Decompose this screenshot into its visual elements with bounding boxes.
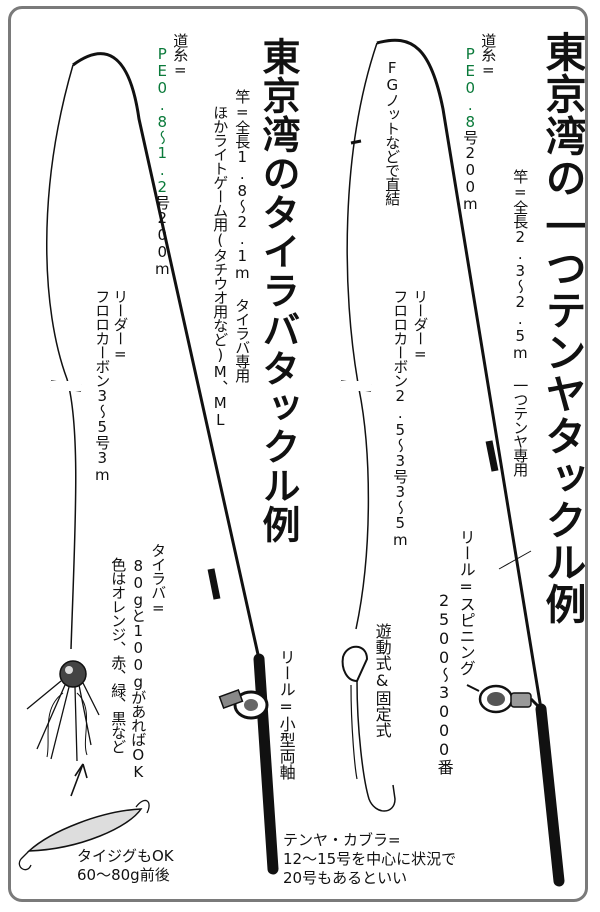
left-line-spec: 道糸= [171, 33, 190, 78]
tairaba-colors: 色はオレンジ、赤、緑、黒など [109, 557, 128, 753]
tairaba-weight: 80gと100gがあればOK [129, 557, 148, 780]
left-title: 東京湾のタイラバタックル例 [256, 37, 300, 544]
right-line [346, 42, 378, 630]
right-line-pe: PE0.8 [461, 45, 480, 130]
tenya-note-1: テンヤ・カブラ= [283, 831, 401, 849]
right-rod-spec: 竿=全長2.3〜2.5m 一つテンヤ専用 [511, 169, 530, 476]
right-line-spec: PE0.8号200m [461, 45, 480, 212]
left-reel-label: リール=小型両軸 [276, 649, 296, 780]
right-title-top: 東京湾の [538, 31, 586, 199]
left-leader-label: リーダー= [111, 289, 130, 362]
left-leader-spec: フロロカーボン3〜5号3m [93, 289, 112, 483]
left-rod-spec-2: ほかライトゲーム用(タチウオ用など)M、ML [211, 105, 230, 428]
right-reel [466, 684, 543, 714]
right-reel-size: 2500〜3000番 [434, 591, 454, 775]
tenya-type: 遊動式&固定式 [372, 623, 392, 738]
right-rod [376, 38, 565, 887]
left-line-label: 道糸= [171, 33, 190, 78]
left-reel [218, 688, 269, 720]
tackle-illustration [18, 38, 565, 887]
left-rod-spec-1: 竿=全長1.8〜2.1m タイラバ専用 [233, 89, 252, 382]
tenya-note-2: 12〜15号を中心に状況で [283, 849, 457, 868]
tairaba-label: タイラバ= [149, 543, 168, 616]
jig-note: タイジグもOK 60〜80g前後 [77, 847, 174, 885]
left-line-pe: PE0.8〜1.2 [153, 45, 172, 195]
tenya-hook [341, 645, 396, 812]
left-line [46, 64, 77, 650]
right-leader-label: リーダー= [411, 289, 430, 362]
knot-note: FGノットなどで直結 [383, 59, 402, 205]
tenya-note: テンヤ・カブラ= 12〜15号を中心に状況で 20号もあるといい [283, 831, 456, 887]
tackle-diagram-frame: 東京湾のタイラバタックル例 道糸= PE0.8〜1.2号200m 竿=全長1.8… [8, 6, 588, 902]
right-reel-label: リール=スピニング [456, 529, 476, 676]
jig-note-1: タイジグもOK [77, 847, 174, 865]
right-leader-spec: フロロカーボン2.5〜3号3〜5m [391, 289, 410, 548]
tai-jig [18, 799, 150, 871]
left-line-tail: 号200m [153, 195, 172, 277]
tairaba-lure [26, 660, 100, 762]
left-line-spec-values: PE0.8〜1.2号200m [153, 45, 172, 277]
right-line-tail: 号200m [461, 130, 480, 212]
right-line-label: 道糸= [479, 33, 498, 78]
tenya-note-3: 20号もあるといい [283, 868, 408, 887]
right-title-bottom: 一つテンヤタックル例 [538, 205, 586, 625]
jig-note-2: 60〜80g前後 [77, 865, 170, 884]
